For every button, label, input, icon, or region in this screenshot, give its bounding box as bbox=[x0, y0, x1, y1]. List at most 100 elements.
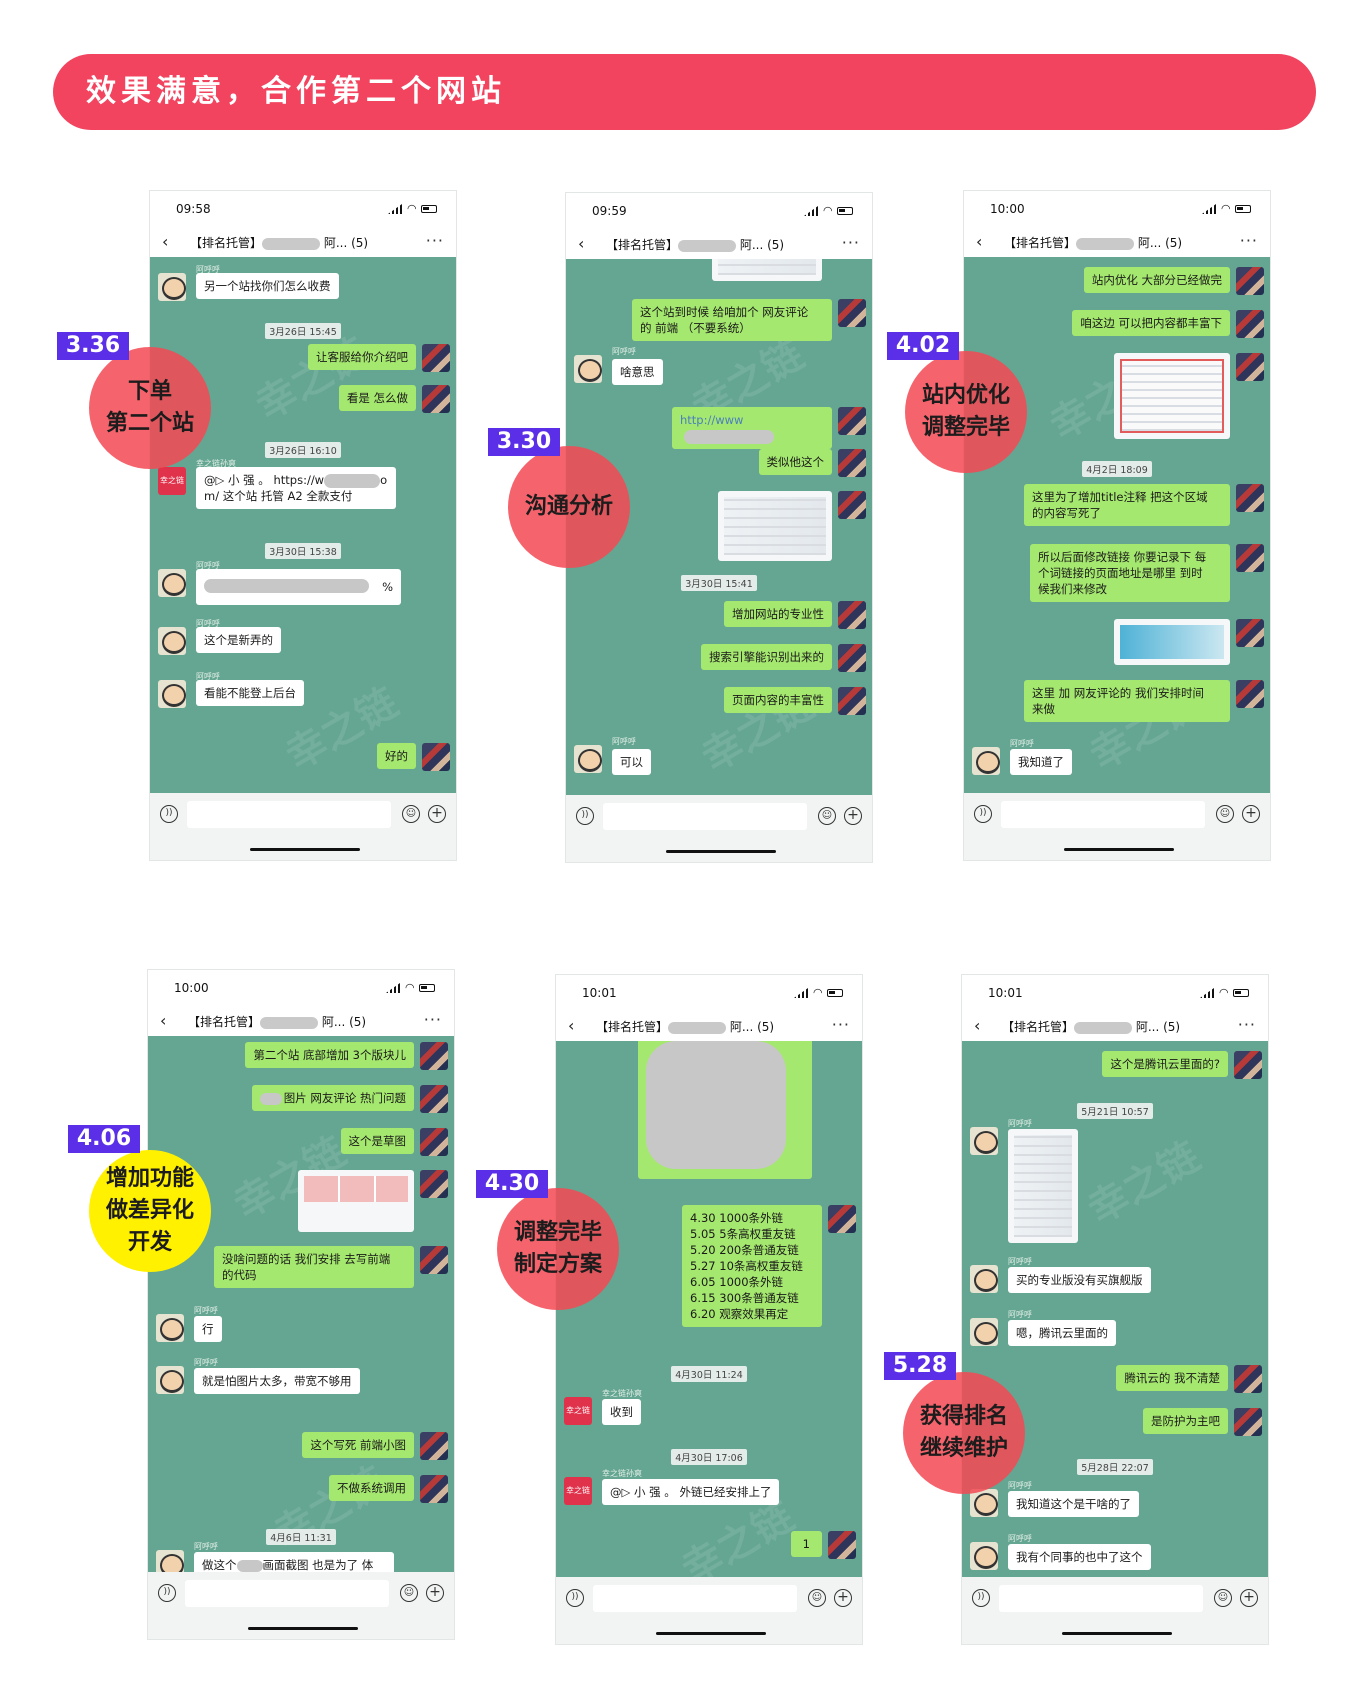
avatar bbox=[158, 627, 186, 655]
avatar bbox=[1234, 1408, 1262, 1436]
back-chevron-icon[interactable]: ‹ bbox=[976, 232, 983, 251]
sender-name: 阿呼呼 bbox=[194, 1542, 218, 1551]
input-bar: )) ☺ + bbox=[962, 1577, 1268, 1644]
emoji-icon[interactable]: ☺ bbox=[818, 807, 836, 825]
plus-icon[interactable]: + bbox=[834, 1589, 852, 1607]
back-chevron-icon[interactable]: ‹ bbox=[578, 234, 585, 253]
status-bar: 09:59 ◠ bbox=[566, 193, 872, 229]
sender-name: 阿呼呼 bbox=[1010, 739, 1034, 748]
milestone-date-badge: 3.36 bbox=[57, 332, 129, 360]
voice-icon[interactable]: )) bbox=[566, 1589, 584, 1607]
message-input[interactable] bbox=[603, 803, 807, 830]
milestone-circle: 沟通分析 bbox=[508, 446, 630, 568]
message-bubble: 收到 bbox=[602, 1399, 641, 1425]
voice-icon[interactable]: )) bbox=[972, 1589, 990, 1607]
back-chevron-icon[interactable]: ‹ bbox=[160, 1011, 167, 1030]
milestone-circle: 调整完毕 制定方案 bbox=[497, 1188, 619, 1310]
back-chevron-icon[interactable]: ‹ bbox=[162, 232, 169, 251]
message-bubble: 1 bbox=[790, 1531, 822, 1557]
status-bar: 10:00 ◠ bbox=[148, 970, 454, 1006]
message-bubble: 这个是新弄的 bbox=[196, 627, 281, 653]
status-time: 10:00 bbox=[174, 981, 209, 995]
message-bubble: 嗯，腾讯云里面的 bbox=[1008, 1320, 1116, 1346]
image-message bbox=[298, 1170, 414, 1232]
chat-screenshot-2: 09:59 ◠ ‹ 【排名托管】 阿... (5) ··· 幸之链 幸之链 这个… bbox=[566, 193, 872, 862]
sender-name: 阿呼呼 bbox=[1008, 1481, 1032, 1490]
voice-icon[interactable]: )) bbox=[160, 805, 178, 823]
sender-name: 幸之链孙爽 bbox=[196, 459, 236, 468]
back-chevron-icon[interactable]: ‹ bbox=[568, 1016, 575, 1035]
message-bubble: 我知道这个是干啥的了 bbox=[1008, 1491, 1139, 1517]
chat-title: 【排名托管】 阿... (5) bbox=[1004, 236, 1183, 250]
message-input[interactable] bbox=[187, 801, 391, 828]
image-message bbox=[712, 259, 822, 281]
milestone-date-badge: 4.06 bbox=[68, 1125, 140, 1153]
home-indicator bbox=[248, 1627, 358, 1630]
sender-name: 阿呼呼 bbox=[612, 347, 636, 356]
avatar bbox=[420, 1432, 448, 1460]
emoji-icon[interactable]: ☺ bbox=[402, 805, 420, 823]
input-bar: )) ☺ + bbox=[556, 1577, 862, 1644]
voice-icon[interactable]: )) bbox=[158, 1584, 176, 1602]
emoji-icon[interactable]: ☺ bbox=[1216, 805, 1234, 823]
more-icon[interactable]: ··· bbox=[425, 231, 444, 250]
sender-name: 阿呼呼 bbox=[1008, 1119, 1032, 1128]
plus-icon[interactable]: + bbox=[1240, 1589, 1258, 1607]
more-icon[interactable]: ··· bbox=[1237, 1015, 1256, 1034]
redacted-name bbox=[1076, 237, 1135, 250]
avatar bbox=[420, 1128, 448, 1156]
emoji-icon[interactable]: ☺ bbox=[400, 1584, 418, 1602]
chat-title: 【排名托管】 阿... (5) bbox=[606, 238, 785, 252]
message-bubble: 我知道了 bbox=[1010, 749, 1072, 775]
more-icon[interactable]: ··· bbox=[423, 1010, 442, 1029]
message-bubble: 这个是腾讯云里面的? bbox=[1102, 1051, 1228, 1077]
avatar: 幸之链 bbox=[564, 1477, 592, 1505]
plus-icon[interactable]: + bbox=[844, 807, 862, 825]
sender-name: 阿呼呼 bbox=[196, 619, 220, 628]
milestone-circle: 增加功能 做差异化 开发 bbox=[89, 1150, 211, 1272]
battery-icon bbox=[421, 205, 437, 213]
emoji-icon[interactable]: ☺ bbox=[1214, 1589, 1232, 1607]
avatar bbox=[972, 747, 1000, 775]
message-bubble: 腾讯云的 我不清楚 bbox=[1116, 1365, 1228, 1391]
avatar bbox=[574, 745, 602, 773]
voice-icon[interactable]: )) bbox=[974, 805, 992, 823]
message-bubble: 这个写死 前端小图 bbox=[302, 1432, 414, 1458]
home-indicator bbox=[1062, 1632, 1172, 1635]
signal-icon bbox=[1202, 204, 1216, 214]
back-chevron-icon[interactable]: ‹ bbox=[974, 1016, 981, 1035]
message-input[interactable] bbox=[1001, 801, 1205, 828]
system-icons: ◠ bbox=[1200, 987, 1250, 998]
avatar bbox=[420, 1085, 448, 1113]
home-indicator bbox=[666, 850, 776, 853]
message-input[interactable] bbox=[999, 1585, 1203, 1612]
chat-area: 幸之链 幸之链 第二个站 底部增加 3个版块儿 图片 网友评论 热门问题 这个是… bbox=[148, 1036, 454, 1572]
sender-name: 幸之链孙爽 bbox=[602, 1469, 642, 1478]
message-bubble: 不做系统调用 bbox=[329, 1475, 414, 1501]
more-icon[interactable]: ··· bbox=[841, 233, 860, 252]
message-input[interactable] bbox=[593, 1585, 797, 1612]
signal-icon bbox=[794, 988, 808, 998]
image-message bbox=[718, 491, 832, 561]
voice-icon[interactable]: )) bbox=[576, 807, 594, 825]
status-bar: 09:58 ◠ bbox=[150, 191, 456, 227]
message-bubble: 买的专业版没有买旗舰版 bbox=[1008, 1267, 1151, 1293]
timestamp: 4月30日 17:06 bbox=[556, 1446, 862, 1465]
avatar bbox=[838, 687, 866, 715]
more-icon[interactable]: ··· bbox=[1239, 231, 1258, 250]
chat-title: 【排名托管】 阿... (5) bbox=[188, 1015, 367, 1029]
plus-icon[interactable]: + bbox=[1242, 805, 1260, 823]
avatar bbox=[158, 273, 186, 301]
message-bubble: 让客服给你介绍吧 bbox=[308, 344, 416, 370]
message-input[interactable] bbox=[185, 1580, 389, 1607]
plus-icon[interactable]: + bbox=[426, 1584, 444, 1602]
chat-screenshot-3: 10:00 ◠ ‹ 【排名托管】 阿... (5) ··· 幸之链 幸之链 站内… bbox=[964, 191, 1270, 860]
avatar bbox=[970, 1318, 998, 1346]
more-icon[interactable]: ··· bbox=[831, 1015, 850, 1034]
battery-icon bbox=[1235, 205, 1251, 213]
plus-icon[interactable]: + bbox=[428, 805, 446, 823]
sender-name: 阿呼呼 bbox=[1008, 1310, 1032, 1319]
emoji-icon[interactable]: ☺ bbox=[808, 1589, 826, 1607]
